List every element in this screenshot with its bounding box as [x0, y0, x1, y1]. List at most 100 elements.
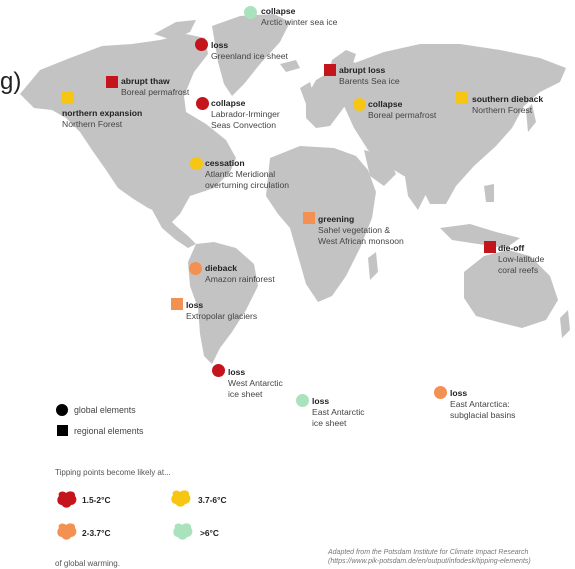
element-desc: Northern Forest: [472, 105, 533, 115]
element-title: southern dieback: [472, 94, 544, 104]
element-title: abrupt loss: [339, 65, 386, 75]
blob-6c-icon: [173, 523, 193, 540]
element-desc: Sahel vegetation &: [318, 225, 391, 235]
element-desc: Greenland ice sheet: [211, 51, 288, 61]
marker-amoc-icon: [190, 157, 203, 170]
element-desc: subglacial basins: [450, 410, 516, 420]
element-desc: Northern Forest: [62, 119, 123, 129]
label-greenland-ice-sheet: loss Greenland ice sheet: [211, 40, 288, 62]
marker-arctic-sea-ice-icon: [244, 6, 257, 19]
label-coral-reefs: die-off Low-latitude coral reefs: [498, 243, 544, 276]
marker-northern-forest-eurasia-icon: [456, 92, 468, 104]
credit-line-1: Adapted from the Potsdam Institute for C…: [328, 549, 529, 556]
landmass-new-zealand: [560, 310, 570, 338]
element-title: abrupt thaw: [121, 76, 170, 86]
element-desc: ice sheet: [228, 389, 263, 399]
source-credit: Adapted from the Potsdam Institute for C…: [328, 548, 531, 566]
element-title: dieback: [205, 263, 238, 273]
marker-sahel-icon: [303, 212, 315, 224]
label-labrador-irminger: collapse Labrador-Irminger Seas Convecti…: [211, 98, 280, 131]
tipping-header: Tipping points become likely at...: [55, 468, 171, 477]
element-title: loss: [211, 40, 229, 50]
marker-east-antarctic-icon: [296, 394, 309, 407]
marker-barents-sea-ice-icon: [324, 64, 336, 76]
landmass-arctic-islands: [154, 20, 196, 40]
element-title: loss: [228, 367, 246, 377]
label-amazon: dieback Amazon rainforest: [205, 263, 275, 285]
legend-global-label: global elements: [74, 405, 136, 415]
landmass-africa: [266, 146, 376, 302]
landmass-iceland: [280, 60, 300, 72]
element-title: greening: [318, 214, 355, 224]
element-desc: Atlantic Meridional: [205, 169, 276, 179]
marker-boreal-permafrost-na-icon: [106, 76, 118, 88]
blob-3-7-6c-icon: [171, 490, 191, 507]
element-desc: Labrador-Irminger: [211, 109, 280, 119]
landmass-india: [404, 170, 428, 210]
label-amoc: cessation Atlantic Meridional overturnin…: [205, 158, 289, 191]
label-west-antarctic: loss West Antarctic ice sheet: [228, 367, 283, 400]
element-desc: West Antarctic: [228, 378, 283, 388]
blob-1-5-2c-icon: [57, 491, 77, 508]
element-desc: Extropolar glaciers: [186, 311, 258, 321]
marker-boreal-permafrost-eurasia-icon: [353, 98, 366, 111]
element-desc: ice sheet: [312, 418, 347, 428]
tipping-label-3-7-6c: 3.7-6°C: [198, 495, 227, 505]
landmass-japan: [526, 104, 536, 132]
landmass-madagascar: [368, 252, 378, 280]
marker-coral-reefs-icon: [484, 241, 496, 253]
element-desc: Boreal permafrost: [368, 110, 437, 120]
element-title: loss: [186, 300, 204, 310]
landmass-north-america: [20, 34, 236, 222]
marker-west-antarctic-icon: [212, 364, 225, 377]
blob-2-3-7c-icon: [57, 523, 77, 540]
label-northern-forest-eurasia: southern dieback Northern Forest: [472, 94, 543, 116]
landmass-australia: [464, 250, 558, 328]
element-desc: Arctic winter sea ice: [261, 17, 338, 27]
marker-greenland-ice-sheet-icon: [195, 38, 208, 51]
element-desc: Seas Convection: [211, 120, 276, 130]
landmass-arabia: [364, 150, 396, 186]
tipping-label-2-3-7c: 2-3.7°C: [82, 528, 111, 538]
element-desc: overturning circulation: [205, 180, 290, 190]
label-east-antarctica-basins: loss East Antarctica: subglacial basins: [450, 388, 515, 421]
landmass-scandinavia: [326, 50, 356, 86]
element-title: collapse: [261, 6, 296, 16]
label-barents-sea-ice: abrupt loss Barents Sea ice: [339, 65, 400, 87]
element-title: die-off: [498, 243, 525, 253]
label-sahel: greening Sahel vegetation & West African…: [318, 214, 404, 247]
element-desc: coral reefs: [498, 265, 539, 275]
element-desc: Barents Sea ice: [339, 76, 400, 86]
element-title: cessation: [205, 158, 245, 168]
legend-regional-label: regional elements: [74, 426, 144, 436]
label-arctic-sea-ice: collapse Arctic winter sea ice: [261, 6, 337, 28]
regional-elements-square-icon: [57, 425, 68, 436]
element-title: collapse: [211, 98, 246, 108]
label-northern-forest-na: northern expansion Northern Forest: [62, 108, 142, 130]
label-extrapolar-glaciers: loss Extropolar glaciers: [186, 300, 257, 322]
marker-amazon-icon: [189, 262, 202, 275]
element-desc: Amazon rainforest: [205, 274, 275, 284]
element-desc: East Antarctica:: [450, 399, 510, 409]
label-boreal-permafrost-eurasia: collapse Boreal permafrost: [368, 99, 436, 121]
marker-east-antarctica-basins-icon: [434, 386, 447, 399]
tipping-label-6c: >6°C: [200, 528, 219, 538]
tipping-label-1-5-2c: 1.5-2°C: [82, 495, 111, 505]
landmass-asia: [344, 44, 566, 204]
element-desc: West African monsoon: [318, 236, 404, 246]
credit-line-2: (https://www.pik-potsdam.de/en/output/in…: [328, 558, 531, 565]
landmass-indonesia: [440, 224, 520, 248]
marker-extrapolar-glaciers-icon: [171, 298, 183, 310]
landmass-greenland: [212, 14, 290, 96]
landmass-south-america: [188, 242, 258, 364]
label-east-antarctic: loss East Antarctic ice sheet: [312, 396, 365, 429]
element-desc: Boreal permafrost: [121, 87, 190, 97]
stray-text: g): [0, 68, 22, 95]
element-title: loss: [312, 396, 330, 406]
label-boreal-permafrost-na: abrupt thaw Boreal permafrost: [121, 76, 189, 98]
tipping-footer: of global warming.: [55, 559, 120, 568]
element-title: loss: [450, 388, 468, 398]
element-title: collapse: [368, 99, 403, 109]
element-desc: East Antarctic: [312, 407, 365, 417]
